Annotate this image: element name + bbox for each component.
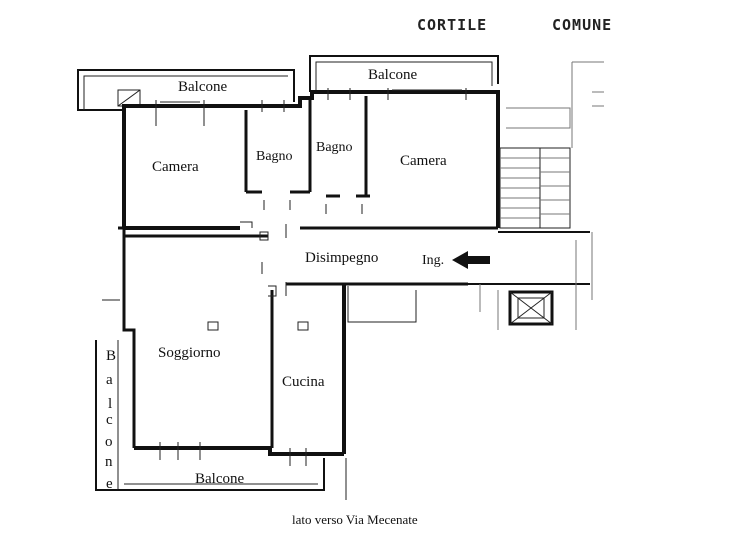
label-balcone-top-left: Balcone bbox=[178, 79, 227, 95]
label-bagno-1: Bagno bbox=[256, 149, 293, 164]
side-balcone-letter: o bbox=[105, 434, 113, 450]
soggiorno-fixture bbox=[207, 321, 219, 331]
label-ingresso: Ing. bbox=[422, 253, 444, 268]
cucina-fixture bbox=[297, 321, 309, 331]
label-camera-right: Camera bbox=[400, 153, 447, 169]
side-balcone-letter: n bbox=[105, 454, 113, 470]
balcony-top-right bbox=[309, 55, 499, 92]
interior-walls bbox=[124, 96, 590, 448]
window-marks bbox=[155, 88, 467, 126]
elevator-box bbox=[508, 290, 554, 326]
label-soggiorno: Soggiorno bbox=[158, 345, 221, 361]
stairwell bbox=[479, 61, 604, 330]
balcony-bottom bbox=[118, 442, 347, 500]
side-balcone-letter: c bbox=[106, 412, 113, 428]
outer-walls bbox=[118, 90, 590, 456]
label-balcone-bottom: Balcone bbox=[195, 471, 244, 487]
label-camera-left: Camera bbox=[152, 159, 199, 175]
label-cucina: Cucina bbox=[282, 374, 325, 390]
side-balcone-letter: B bbox=[106, 348, 116, 364]
entrance-arrow-icon bbox=[452, 251, 490, 269]
label-disimpegno: Disimpegno bbox=[305, 250, 378, 266]
footer-caption: lato verso Via Mecenate bbox=[292, 512, 418, 527]
side-balcone-letter: l bbox=[108, 396, 112, 412]
side-balcone-letter: e bbox=[106, 476, 113, 492]
label-balcone-top-right: Balcone bbox=[368, 67, 417, 83]
balcony-left-side bbox=[95, 299, 120, 491]
label-bagno-2: Bagno bbox=[316, 140, 353, 155]
side-balcone-letter: a bbox=[106, 372, 113, 388]
comune-label: COMUNE bbox=[552, 16, 612, 34]
cortile-label: CORTILE bbox=[417, 16, 487, 34]
